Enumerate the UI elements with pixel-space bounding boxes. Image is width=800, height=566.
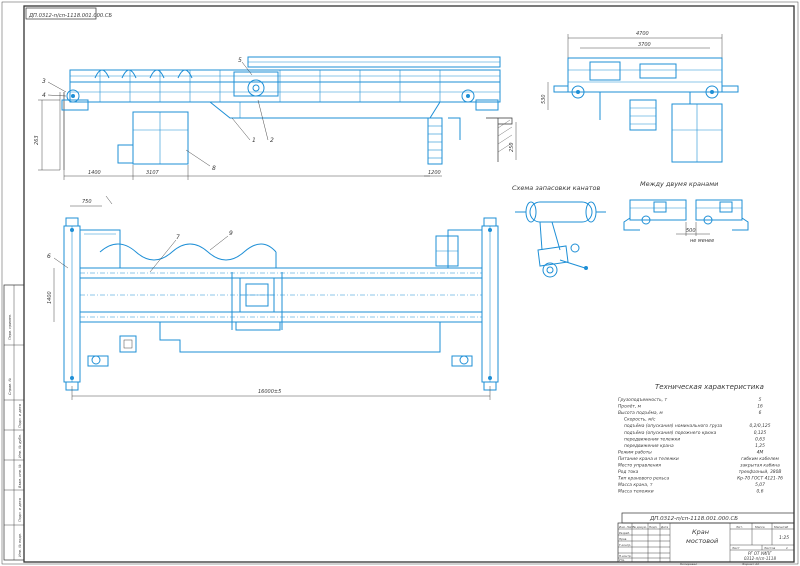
org-line-1: РГ ОТ УИПГ bbox=[748, 551, 772, 556]
role-0: Изм. Лист bbox=[619, 525, 634, 529]
tech-row-value: 0,63 bbox=[755, 436, 765, 442]
tech-row-value: 0,2/0,125 bbox=[749, 423, 770, 429]
title-block: ДП.0312-п/сп-1118.001.000.СБ Изм. Лист №… bbox=[617, 512, 795, 566]
tech-row-label: Масса тележки bbox=[618, 489, 654, 495]
top-stamp: ДП.0312-п/сп-1118.001.000.СБ bbox=[25, 7, 113, 20]
dim-side-1: 4700 bbox=[636, 31, 649, 37]
tech-row-value: Кр-70 ГОСТ 4121-76 bbox=[737, 476, 783, 482]
title-name-1: Кран bbox=[692, 528, 709, 536]
copied-label: Копировал bbox=[680, 562, 697, 566]
tech-row-value: гибким кабелем bbox=[741, 456, 779, 462]
callout-front-4: 4 bbox=[42, 92, 46, 99]
callout-front-2: 2 bbox=[270, 137, 274, 144]
tech-row-label: Тип кранового рельса bbox=[618, 476, 669, 482]
format-label: Формат А1 bbox=[742, 562, 759, 566]
title-name-2: мостовой bbox=[686, 537, 718, 545]
scale-header: Масштаб bbox=[774, 525, 788, 529]
callout-front-8: 8 bbox=[212, 165, 216, 172]
tech-row-value: трехфазный, 380В bbox=[739, 469, 782, 475]
col-doc: № докум. bbox=[632, 525, 647, 529]
tech-row-label: подъёма (опускания) порожнего крюка bbox=[624, 430, 717, 436]
col-sign: Подп. bbox=[649, 525, 658, 529]
tech-row-label: передвижения тележки bbox=[624, 437, 680, 442]
side-stamp-6: Подп. и дата bbox=[18, 498, 22, 522]
side-view: 4700 3700 530 bbox=[541, 31, 739, 163]
tech-row-label: Режим работы bbox=[618, 449, 652, 455]
side-stamp-2: Справ. № bbox=[8, 378, 12, 395]
dim-front-right: 250 bbox=[509, 142, 515, 152]
tech-row-value: закрытая кабина bbox=[740, 463, 780, 469]
dim-side-h: 530 bbox=[541, 94, 547, 104]
callout-front-1: 1 bbox=[252, 137, 256, 144]
between-cranes: Между двумя кранами 500 не менее bbox=[623, 180, 749, 244]
tech-specs: Техническая характеристика Грузоподъемно… bbox=[618, 383, 783, 495]
dim-front-3: 1200 bbox=[428, 170, 441, 176]
tech-row-label: Род тока bbox=[618, 469, 639, 475]
lit-header: Лит. bbox=[735, 525, 743, 529]
plan-view: 750 bbox=[47, 195, 499, 400]
mass-header: Масса bbox=[755, 525, 765, 529]
callout-plan-7: 7 bbox=[176, 234, 180, 241]
scale-value: 1:25 bbox=[779, 535, 789, 541]
col-date: Дата bbox=[660, 525, 669, 529]
side-stamp-3: Подп. и дата bbox=[18, 404, 22, 428]
inner-frame bbox=[23, 5, 795, 563]
callout-front-3: 3 bbox=[42, 78, 46, 85]
dim-between-note: не менее bbox=[690, 238, 714, 244]
callout-plan-6: 6 bbox=[47, 253, 51, 260]
side-stamp: Перв. примен. Справ. № Подп. и дата Инв.… bbox=[3, 284, 25, 561]
callout-front-5: 5 bbox=[238, 57, 242, 64]
side-stamp-5: Взам. инв. № bbox=[18, 464, 22, 488]
side-stamp-1: Перв. примен. bbox=[8, 314, 12, 340]
tech-row-label: передвижения крана bbox=[624, 444, 674, 449]
dim-front-2: 3107 bbox=[146, 170, 160, 176]
side-stamp-4: Инв. № дубл. bbox=[18, 434, 22, 458]
top-stamp-text: ДП.0312-п/сп-1118.001.000.СБ bbox=[28, 13, 113, 19]
tech-row-value: 4М bbox=[757, 449, 764, 455]
title-doc-code: ДП.0312-п/сп-1118.001.000.СБ bbox=[649, 516, 738, 522]
role-6: Утв. bbox=[619, 558, 625, 562]
between-cranes-title: Между двумя кранами bbox=[640, 180, 718, 188]
sheets-label: Листов bbox=[763, 546, 775, 550]
dim-between-value: 500 bbox=[686, 228, 696, 234]
tech-row-label: Место управления bbox=[618, 463, 661, 469]
tech-row-label: Высота подъёма, м bbox=[618, 410, 663, 416]
tech-row-label: подъёма (опускания) номинального груза bbox=[624, 423, 723, 429]
tech-row-value: 0,6 bbox=[757, 489, 764, 495]
tech-row-label: Грузоподъемность, т bbox=[618, 397, 667, 403]
tech-row-value: 1,25 bbox=[755, 443, 765, 449]
dim-front-1: 1400 bbox=[88, 170, 101, 176]
org-line-2: 0312-п/сп-1118 bbox=[744, 556, 776, 561]
tech-row-value: 16 bbox=[757, 404, 763, 410]
front-view: 263 1400 3107 1200 250 3 4 5 1 2 8 bbox=[34, 56, 517, 180]
sheet-label: Лист bbox=[731, 546, 740, 550]
dim-plan-total: 16000±5 bbox=[258, 389, 281, 395]
role-1: Разраб. bbox=[619, 531, 630, 535]
role-5: Н.контр. bbox=[619, 554, 632, 558]
sheets-total: 1 bbox=[786, 546, 788, 550]
rope-scheme-title: Схема запасовки канатов bbox=[512, 184, 601, 192]
tech-heading: Техническая характеристика bbox=[655, 383, 764, 391]
rope-scheme: Схема запасовки канатов bbox=[512, 184, 606, 278]
side-stamp-7: Инв. № подл. bbox=[18, 533, 22, 557]
tech-row-label: Питание крана и тележки bbox=[618, 456, 679, 462]
callout-plan-9: 9 bbox=[229, 230, 233, 237]
dim-side-2: 3700 bbox=[638, 42, 651, 48]
tech-row-label: Скорость, м/с bbox=[624, 417, 656, 423]
tech-row-value: 6 bbox=[759, 410, 762, 416]
tech-row-value: 5 bbox=[759, 397, 762, 403]
dim-plan-top: 750 bbox=[82, 199, 92, 205]
dim-plan-left: 1400 bbox=[47, 291, 53, 304]
tech-row-label: Пролёт, м bbox=[618, 404, 642, 410]
tech-row-value: 5,07 bbox=[755, 482, 765, 488]
tech-row-value: 0,125 bbox=[754, 430, 767, 436]
tech-row-label: Масса крана, т bbox=[618, 482, 653, 488]
dim-front-height: 263 bbox=[34, 135, 40, 145]
role-2: Пров. bbox=[619, 537, 627, 541]
role-3: Т.контр. bbox=[619, 543, 631, 547]
